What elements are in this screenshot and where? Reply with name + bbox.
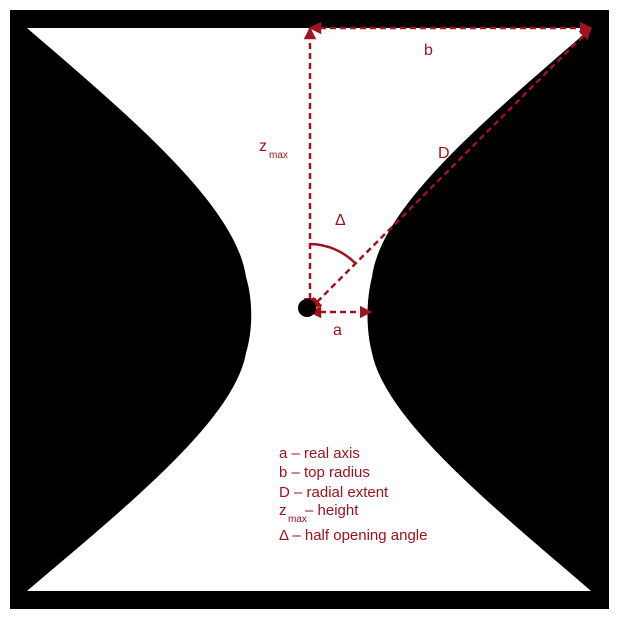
legend-item-zmax-subscript: max [288, 514, 307, 525]
legend: a – real axis b – top radius D – radial … [279, 445, 427, 544]
legend-item-a: a – real axis [279, 445, 360, 462]
label-z: z [259, 138, 267, 155]
d-arrow [309, 27, 592, 310]
label-delta: Δ [335, 212, 346, 229]
delta-angle-arc [309, 242, 357, 265]
label-a: a [333, 322, 342, 339]
legend-item-delta: Δ – half opening angle [279, 527, 427, 544]
legend-item-zmax-z: z [279, 502, 287, 519]
legend-item-d: D – radial extent [279, 484, 389, 501]
label-z-subscript: max [269, 150, 288, 161]
legend-item-b: b – top radius [279, 464, 370, 481]
legend-item-zmax-rest: – height [305, 502, 359, 519]
origin-point [298, 299, 316, 317]
label-d: D [438, 145, 450, 162]
label-b: b [424, 42, 433, 59]
